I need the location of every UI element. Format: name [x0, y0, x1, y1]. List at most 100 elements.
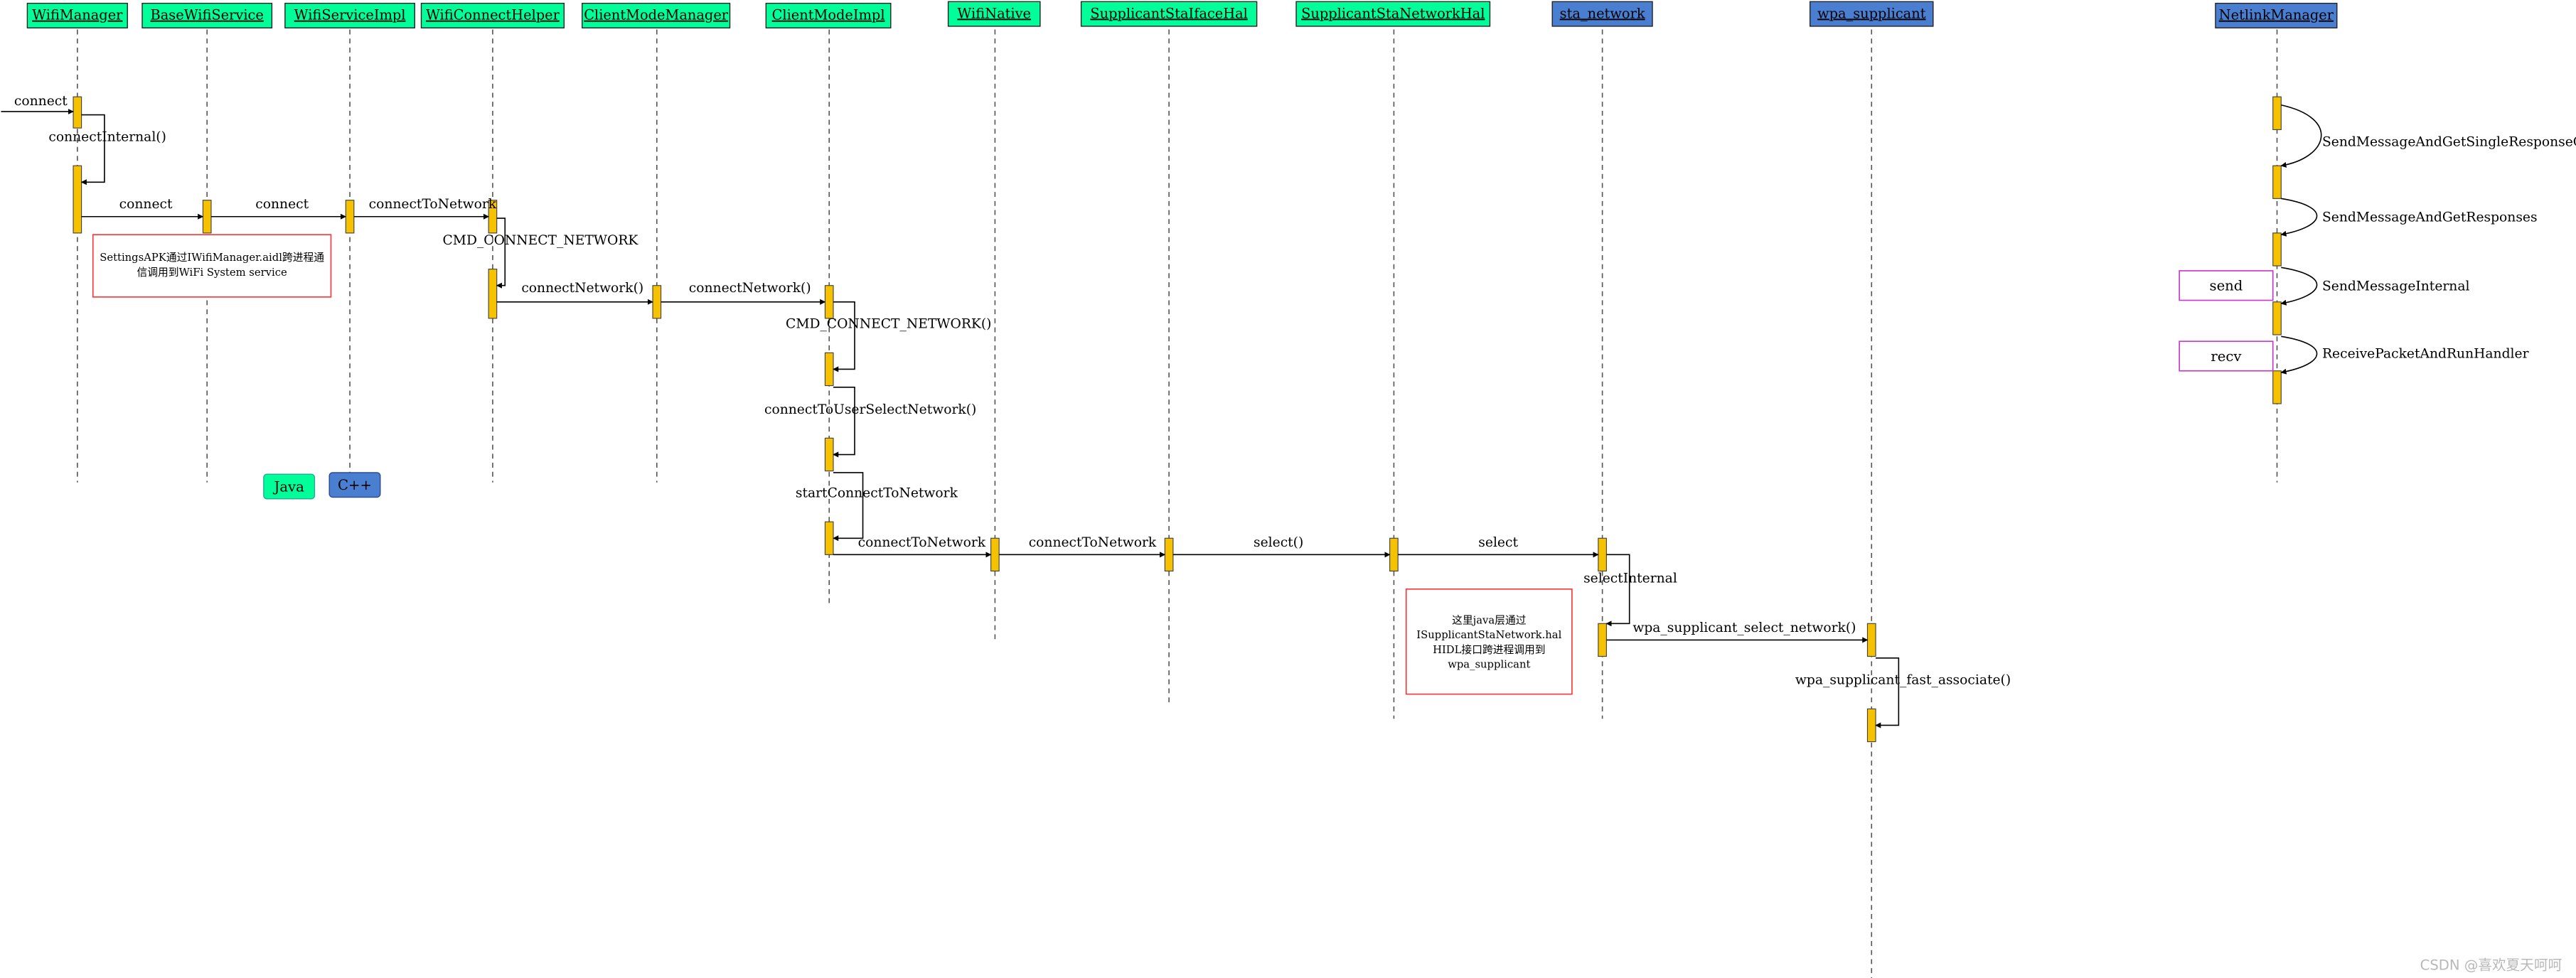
label-send-responses: SendMessageAndGetResponses — [2322, 210, 2538, 225]
label-connect-2: connect — [255, 197, 309, 212]
label-receive-packet: ReceivePacketAndRunHandler — [2322, 346, 2529, 361]
arrow-cmd-connect-network-1 — [496, 217, 506, 289]
activation-client-mode-manager — [652, 285, 662, 319]
participant-box-base-wifi-service — [141, 2, 273, 28]
label-wpa-fast-associate: wpa_supplicant_fast_associate() — [1795, 673, 2011, 688]
label-send-single: SendMessageAndGetSingleResponseOrError — [2322, 134, 2576, 149]
arrow-start-connect-to-network — [833, 472, 864, 542]
participant-client-mode-manager: ClientModeManager — [584, 7, 729, 23]
note-hidl: 这里java层通过 ISupplicantStaNetwork.hal HIDL… — [1405, 589, 1573, 695]
activation-wifi-service-impl — [345, 200, 355, 234]
legend-cpp-label: C++ — [338, 477, 372, 493]
legend-java-swatch — [263, 473, 316, 500]
participant-box-sta-network — [1551, 1, 1653, 27]
label-connect-in: connect — [14, 94, 68, 109]
participant-netlink-manager: NetlinkManager — [2219, 7, 2334, 23]
activation-wifi-native — [990, 537, 1000, 572]
note-recv-label: recv — [2211, 348, 2242, 365]
activation-client-mode-impl-1 — [824, 285, 834, 319]
note-aidl: SettingsAPK通过IWifiManager.aidl跨进程通 信调用到W… — [92, 234, 332, 298]
arrow-send-responses — [2280, 198, 2318, 237]
activation-client-mode-impl-3 — [824, 437, 834, 472]
activation-netlink-manager-5 — [2272, 370, 2282, 404]
arrow-wpa-fast-associate — [1875, 657, 1900, 729]
arrow-connect-to-user-select — [833, 387, 855, 458]
activation-wifi-manager-1 — [73, 96, 82, 129]
participant-supplicant-sta-network-hal: SupplicantStaNetworkHal — [1301, 5, 1485, 21]
note-send-box — [2179, 270, 2274, 301]
participant-supplicant-sta-iface-hal: SupplicantStaIfaceHal — [1090, 5, 1248, 21]
participant-headers: WifiManager BaseWifiService WifiServiceI… — [26, 1, 2338, 28]
legend: Java C++ — [263, 472, 381, 500]
label-select: select — [1478, 535, 1518, 550]
label-start-connect-to-network: startConnectToNetwork — [796, 486, 958, 501]
participant-box-netlink-manager — [2215, 2, 2338, 28]
activation-wifi-manager-2 — [73, 165, 82, 234]
participant-box-wifi-service-impl — [284, 2, 415, 28]
arrow-send-internal — [2280, 267, 2318, 306]
activation-sta-network-1 — [1598, 537, 1607, 572]
note-recv: recv — [2179, 340, 2274, 372]
participant-box-supplicant-sta-iface-hal — [1080, 1, 1258, 27]
note-hidl-line-4: wpa_supplicant — [1448, 659, 1530, 671]
participant-base-wifi-service: BaseWifiService — [151, 7, 264, 23]
activation-netlink-manager-3 — [2272, 232, 2282, 267]
participant-box-client-mode-manager — [582, 2, 731, 28]
label-connect-internal: connectInternal() — [48, 130, 166, 145]
label-connect-network-1: connectNetwork() — [521, 281, 643, 296]
note-hidl-box — [1405, 589, 1573, 695]
participant-wifi-service-impl: WifiServiceImpl — [294, 7, 406, 23]
message-labels: connect connectInternal() connect connec… — [14, 94, 2576, 688]
message-arrows — [1, 104, 2322, 729]
note-recv-box — [2179, 340, 2274, 372]
activation-netlink-manager-1 — [2272, 96, 2282, 130]
label-wpa-select-network: wpa_supplicant_select_network() — [1632, 620, 1856, 635]
label-connect-1: connect — [119, 197, 173, 212]
label-select-call: select() — [1254, 535, 1303, 550]
note-hidl-line-1: 这里java层通过 — [1452, 614, 1527, 626]
note-aidl-line-2: 信调用到WiFi System service — [137, 267, 287, 279]
participant-wpa-supplicant: wpa_supplicant — [1817, 5, 1926, 21]
activation-bars — [73, 96, 2282, 743]
activation-supplicant-sta-network-hal — [1389, 537, 1399, 572]
arrow-connect-internal — [80, 114, 105, 186]
label-connect-to-network-2: connectToNetwork — [858, 535, 986, 550]
arrow-send-single — [2280, 104, 2322, 168]
note-hidl-line-2: ISupplicantStaNetwork.hal — [1416, 629, 1561, 641]
label-cmd-connect-network-2: CMD_CONNECT_NETWORK() — [786, 317, 991, 332]
arrow-cmd-connect-network-2 — [833, 301, 855, 372]
activation-wpa-supplicant-2 — [1866, 708, 1876, 743]
note-send: send — [2179, 270, 2274, 301]
arrow-select-internal — [1605, 554, 1630, 627]
lifelines — [77, 29, 2278, 978]
label-connect-to-user-select: connectToUserSelectNetwork() — [764, 402, 976, 417]
note-aidl-line-1: SettingsAPK通过IWifiManager.aidl跨进程通 — [100, 252, 324, 264]
activation-netlink-manager-4 — [2272, 301, 2282, 335]
activation-base-wifi-service — [202, 200, 212, 234]
participant-box-wifi-connect-helper — [420, 2, 565, 28]
participant-box-client-mode-impl — [765, 2, 892, 28]
label-cmd-connect-network-1: CMD_CONNECT_NETWORK — [443, 233, 639, 248]
activation-sta-network-2 — [1598, 623, 1607, 657]
participant-box-wifi-native — [947, 1, 1041, 27]
label-connect-to-network-1: connectToNetwork — [369, 197, 497, 212]
watermark: CSDN @喜欢夏天呵呵 — [2420, 957, 2562, 973]
participant-wifi-manager: WifiManager — [32, 7, 123, 23]
label-send-internal: SendMessageInternal — [2322, 279, 2469, 294]
label-connect-to-network-3: connectToNetwork — [1029, 535, 1157, 550]
participant-sta-network: sta_network — [1560, 5, 1645, 21]
participant-box-wpa-supplicant — [1809, 1, 1934, 27]
participant-box-supplicant-sta-network-hal — [1295, 1, 1491, 27]
activation-netlink-manager-2 — [2272, 165, 2282, 199]
note-send-label: send — [2210, 278, 2243, 294]
note-aidl-box — [92, 234, 332, 298]
label-select-internal: selectInternal — [1583, 571, 1677, 586]
activation-client-mode-impl-2 — [824, 352, 834, 387]
legend-cpp-swatch — [328, 472, 381, 498]
participant-wifi-native: WifiNative — [957, 5, 1031, 21]
activation-supplicant-sta-iface-hal — [1164, 537, 1174, 572]
participant-box-wifi-manager — [26, 2, 128, 28]
note-hidl-line-3: HIDL接口跨进程调用到 — [1433, 644, 1545, 656]
participant-wifi-connect-helper: WifiConnectHelper — [426, 7, 560, 23]
